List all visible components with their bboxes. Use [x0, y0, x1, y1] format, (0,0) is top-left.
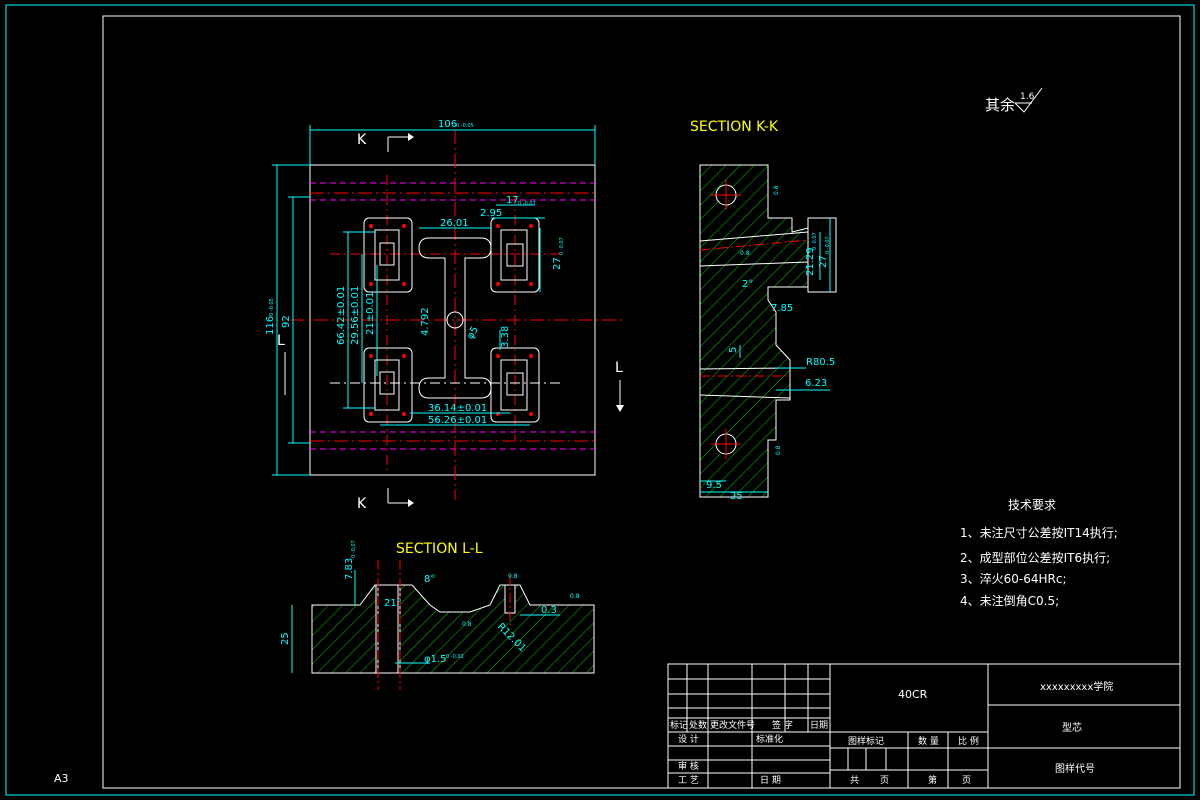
section-kk-view: SECTION K-K 21.29 0 -0.07 27 0 -0.07 — [690, 119, 837, 502]
dim-ll-21deg: 21° — [384, 598, 402, 609]
dim-kk-9-5: 9.5 — [706, 480, 722, 491]
dim-kk-6-23: 6.23 — [805, 378, 827, 389]
dim-17: 17 — [506, 195, 519, 206]
dim-ll-phi1-5-tol: 0 -0.02 — [446, 654, 464, 660]
dim-ll-phi1-5: φ1.5 — [424, 654, 447, 665]
cavity-block-tl — [363, 217, 413, 293]
dim-kk-25: 25 — [730, 491, 743, 502]
dim-width-top-tol: 0 -0.05 — [456, 123, 474, 129]
dim-3-38: 3.38 — [500, 326, 511, 348]
dim-ll-7-83: 7.83 — [344, 558, 355, 580]
runner-system — [418, 237, 492, 399]
tb-date: 日 期 — [760, 775, 781, 786]
dim-29-56: 29.56±0.01 — [350, 286, 361, 345]
tech-requirement-1: 1、未注尺寸公差按IT14执行; — [960, 525, 1118, 540]
dim-ll-8deg: 8° — [424, 574, 435, 585]
cut-mark-k-top: K — [357, 132, 367, 148]
tb-standardize: 标准化 — [756, 733, 783, 745]
tb-hdr-count: 处数 — [689, 719, 707, 731]
dim-kk-21-29: 21.29 — [805, 247, 816, 276]
tb-school: xxxxxxxxx学院 — [1040, 680, 1113, 693]
title-block-text: 40CR xxxxxxxxx学院 型芯 图样代号 标记 处数 更改文件号 签 字… — [670, 680, 1113, 786]
dim-17-tol: 0 -0.07 — [518, 201, 536, 207]
dim-66-42: 66.42±0.01 — [336, 286, 347, 345]
rough-kk-a: 0.8 — [773, 185, 780, 195]
cut-mark-l-left: L — [277, 333, 285, 349]
tb-material: 40CR — [898, 688, 928, 701]
cavity-block-bl — [363, 347, 413, 423]
rough-ll-b: 0.8 — [462, 621, 472, 628]
dim-36-14: 36.14±0.01 — [428, 403, 487, 414]
dim-92: 92 — [281, 315, 292, 328]
dim-ll-7-83-tol: 0 -0.07 — [351, 540, 357, 558]
tb-stage-mark: 图样标记 — [848, 735, 884, 747]
dim-phi5: φ5 — [465, 325, 481, 342]
tech-requirement-3: 3、淬火60-64HRc; — [960, 571, 1067, 586]
dim-kk-27: 27 — [818, 255, 829, 268]
dim-27-tol: 0 -0.07 — [559, 237, 565, 255]
dim-kk-2deg: 2° — [742, 279, 753, 290]
dim-2-95: 2.95 — [480, 208, 502, 219]
dim-ll-0-3: 0.3 — [541, 605, 557, 616]
tb-hdr-mark: 标记 — [670, 719, 688, 731]
dim-kk-27-tol: 0 -0.07 — [825, 236, 831, 254]
rough-kk-b: 0.8 — [740, 250, 750, 257]
tb-design: 设 计 — [678, 733, 699, 745]
roughness-note: 其余 1.6 — [985, 87, 1043, 114]
tb-hdr-sign: 签 字 — [772, 719, 793, 731]
section-ll-title: SECTION L-L — [396, 541, 483, 557]
tb-drawing-number: 图样代号 — [1055, 762, 1095, 775]
tb-total: 共 — [850, 775, 859, 786]
dim-kk-21-29-tol: 0 -0.07 — [812, 232, 818, 250]
tb-sheet-no: 第 — [928, 774, 937, 786]
tech-requirements-title: 技术要求 — [1008, 498, 1056, 512]
section-kk-title: SECTION K-K — [690, 119, 779, 135]
tb-scale: 比 例 — [958, 735, 979, 747]
tech-requirement-2: 2、成型部位公差按IT6执行; — [960, 550, 1110, 565]
plan-view: K K L L — [265, 119, 625, 512]
tb-hdr-change: 更改文件号 — [710, 719, 755, 731]
sheet-outer-frame — [5, 4, 1195, 796]
roughness-symbol-icon — [1014, 87, 1043, 113]
cut-mark-l-right: L — [615, 360, 623, 376]
dim-height-left: 116 — [265, 316, 276, 335]
cut-mark-k-bottom: K — [357, 496, 367, 512]
dim-26-01: 26.01 — [440, 218, 469, 229]
dim-kk-7-85: 7.85 — [771, 303, 793, 314]
dim-kk-r80-5: R80.5 — [806, 357, 835, 368]
title-block — [667, 663, 1181, 789]
dim-kk-5: 5 — [728, 347, 739, 353]
dim-27: 27 — [552, 257, 563, 270]
rough-ll-c: 0.8 — [570, 593, 580, 600]
section-ll-view: SECTION L-L 7.83 0 -0.07 8° 21° 0.3 25 φ… — [280, 540, 595, 690]
rough-kk-c: 0.8 — [775, 445, 782, 455]
tb-check: 审 核 — [678, 760, 699, 772]
roughness-label: 其余 — [985, 96, 1015, 114]
roughness-value: 1.6 — [1020, 92, 1035, 102]
section-marks: K K L L — [277, 132, 624, 512]
dim-height-left-tol: 0 -0.05 — [269, 298, 275, 316]
sheet-inner-frame — [102, 15, 1181, 789]
rough-ll-a: 0.8 — [508, 573, 518, 580]
tb-process: 工 艺 — [678, 775, 699, 786]
tb-page: 页 — [880, 775, 889, 786]
plan-dimension-text: 106 0 -0.05 116 0 -0.05 92 66.42±0.01 29… — [265, 119, 565, 426]
tb-part-name: 型芯 — [1062, 721, 1082, 734]
dim-4-792: 4.792 — [420, 307, 431, 336]
dim-ll-25: 25 — [280, 632, 291, 645]
dim-width-top: 106 — [438, 119, 457, 130]
tb-hdr-date: 日期 — [810, 720, 828, 731]
dim-56-26: 56.26±0.01 — [428, 415, 487, 426]
plan-dimensions — [272, 125, 596, 476]
tb-quantity: 数 量 — [918, 735, 939, 747]
tech-requirement-4: 4、未注倒角C0.5; — [960, 593, 1059, 608]
sheet-size-label: A3 — [54, 772, 69, 785]
tech-requirements: 技术要求 1、未注尺寸公差按IT14执行; 2、成型部位公差按IT6执行; 3、… — [960, 498, 1118, 608]
dim-21: 21±0.01 — [365, 292, 376, 335]
tb-page2: 页 — [962, 775, 971, 786]
